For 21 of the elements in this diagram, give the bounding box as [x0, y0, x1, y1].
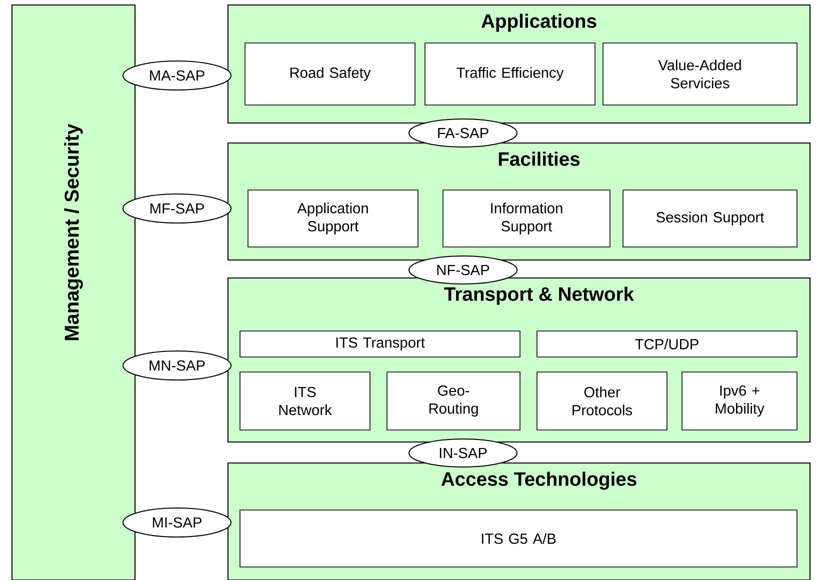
module-box: Information Support	[442, 190, 610, 248]
access-point-oval: FA-SAP	[408, 118, 518, 148]
access-point-oval: MN-SAP	[122, 350, 232, 381]
module-box: ITS Transport	[240, 330, 520, 358]
module-box: ITS G5 A/B	[240, 510, 798, 568]
module-box: Value-Added Servicies	[602, 42, 798, 106]
module-box: Ipv6 + Mobility	[682, 372, 798, 430]
module-box: Geo-Routing	[386, 372, 520, 430]
access-point-oval: IN-SAP	[408, 438, 518, 468]
access-point-oval: MF-SAP	[122, 193, 232, 224]
access-point-oval: NF-SAP	[408, 255, 518, 285]
module-box: TCP/UDP	[536, 330, 798, 358]
module-box: Road Safety	[244, 42, 416, 106]
side-band: Management / Security	[11, 4, 136, 580]
access-point-oval: MA-SAP	[122, 60, 232, 91]
module-box: Application Support	[248, 190, 418, 248]
module-box: Traffic Efficiency	[424, 42, 596, 106]
module-box: ITS Network	[240, 372, 370, 430]
module-box: Session Support	[622, 190, 798, 248]
module-box: Other Protocols	[536, 372, 668, 430]
access-point-oval: MI-SAP	[122, 507, 232, 538]
